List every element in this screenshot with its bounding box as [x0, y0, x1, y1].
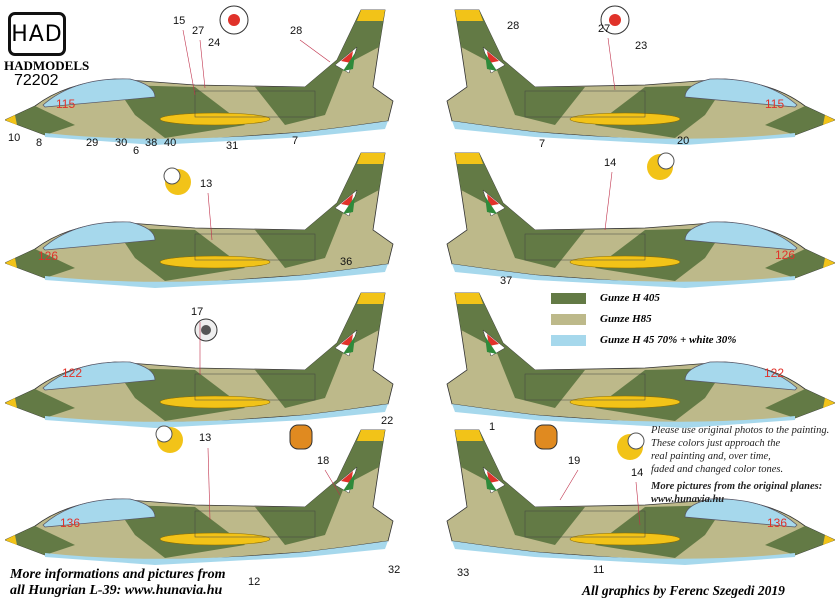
callout-number: 7: [539, 138, 546, 150]
color-swatch: [551, 313, 586, 325]
tail-number: 115: [56, 97, 75, 111]
callout-number: 1: [489, 421, 496, 433]
callout-number: 15: [173, 15, 186, 27]
callout-number: 17: [191, 306, 204, 318]
tiger-icon: [289, 424, 313, 450]
emblem-icon: [617, 432, 645, 460]
tiger-icon: [534, 424, 558, 450]
emblem-icon: [647, 152, 675, 180]
footer-line: More informations and pictures from: [10, 567, 226, 582]
tail-number: 122: [764, 366, 784, 380]
legend-item-h85: Gunze H85: [551, 313, 652, 325]
tail-number: 126: [775, 248, 795, 262]
tail-number: 122: [62, 366, 82, 380]
callout-number: 36: [340, 256, 353, 268]
emblem-icon: [219, 5, 249, 35]
color-swatch: [551, 292, 586, 304]
legend-label: Gunze H85: [600, 313, 652, 325]
kit-code: 72202: [14, 72, 59, 89]
callout-number: 12: [248, 576, 261, 588]
logo-mark: HAD: [11, 21, 63, 47]
callout-number: 7: [292, 135, 299, 147]
callout-number: 6: [133, 145, 140, 157]
note-line: Please use original photos to the painti…: [651, 425, 830, 436]
color-swatch: [551, 334, 586, 346]
callout-number: 11: [593, 564, 605, 576]
brand-name: HADMODELS: [4, 58, 90, 73]
callout-number: 13: [200, 178, 213, 190]
callout-number: 30: [115, 137, 128, 149]
callout-number: 31: [226, 140, 239, 152]
emblem-icon: [600, 5, 630, 35]
note-more: More pictures from the original planes:: [651, 481, 823, 492]
callout-number: 27: [598, 23, 611, 35]
tail-number: 126: [38, 249, 58, 263]
tail-number: 136: [60, 516, 80, 530]
callout-number: 32: [388, 564, 401, 576]
callout-lines: [182, 29, 641, 526]
legend-label: Gunze H 405: [600, 292, 660, 304]
callout-number: 8: [36, 137, 43, 149]
tail-number: 136: [767, 516, 787, 530]
callout-number: 38: [145, 137, 158, 149]
callout-number: 37: [500, 275, 513, 287]
emblem-icon: [155, 425, 183, 453]
callout-number: 19: [568, 455, 581, 467]
aircraft-profile-3: [5, 153, 393, 288]
callout-number: 23: [635, 40, 648, 52]
footer-line: all Hungrian L-39: www.hunavia.hu: [10, 583, 223, 598]
had-logo: HAD: [8, 12, 66, 56]
legend-label: Gunze H 45 70% + white 30%: [600, 334, 737, 346]
callout-number: 22: [381, 415, 394, 427]
callout-number: 33: [457, 567, 470, 579]
callout-number: 28: [507, 20, 520, 32]
note-url[interactable]: www.hunavia.hu: [651, 494, 725, 505]
tail-number: 115: [765, 97, 784, 111]
callout-number: 24: [208, 37, 221, 49]
callout-number: 28: [290, 25, 303, 37]
callout-number: 40: [164, 137, 177, 149]
aircraft-profile-2: [447, 10, 835, 145]
callout-number: 14: [631, 467, 644, 479]
painting-note: Please use original photos to the painti…: [651, 424, 829, 506]
callout-number: 18: [317, 455, 330, 467]
legend-item-h405: Gunze H 405: [551, 292, 660, 304]
note-line: These colors just approach the: [651, 438, 781, 449]
footer-info: More informations and pictures from all …: [10, 567, 225, 599]
emblem-icon: [194, 318, 218, 342]
note-line: faded and changed color tones.: [651, 464, 784, 475]
callout-number: 27: [192, 25, 205, 37]
aircraft-profile-4: [447, 153, 835, 288]
callout-number: 10: [8, 132, 21, 144]
callout-number: 14: [604, 157, 617, 169]
emblem-icon: [163, 167, 191, 195]
legend-item-h45: Gunze H 45 70% + white 30%: [551, 334, 736, 346]
note-line: real painting and, over time,: [651, 451, 771, 462]
callout-number: 13: [199, 432, 212, 444]
callout-number: 20: [677, 135, 690, 147]
callout-number: 29: [86, 137, 99, 149]
footer-credit: All graphics by Ferenc Szegedi 2019: [582, 583, 785, 598]
aircraft-profile-7: [5, 430, 393, 565]
